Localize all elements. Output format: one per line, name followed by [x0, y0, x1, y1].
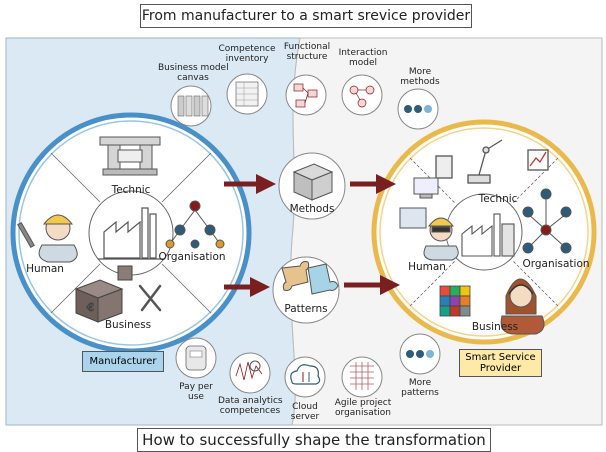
- interaction-model-label: Interaction model: [338, 48, 388, 68]
- worker-icon: [17, 214, 78, 263]
- computer-icon: [413, 177, 439, 199]
- org-chart-icon: [165, 200, 225, 249]
- data-analytics-label: Data analytics competences: [218, 396, 283, 416]
- bmc-label: Business model canvas: [158, 63, 229, 83]
- more-patterns-label: More patterns: [401, 378, 439, 398]
- manufacturer-human-label: Human: [26, 263, 64, 275]
- ssp-factory-icon: [461, 213, 515, 257]
- bmc-icon: [170, 85, 212, 127]
- rubik-cube-icon: [439, 285, 471, 317]
- manufacturer-technic-label: Technic: [111, 184, 151, 196]
- competence-inventory-icon: [226, 73, 268, 115]
- methods-bubble: [278, 152, 346, 220]
- ssp-business-label: Business: [471, 321, 519, 333]
- manufacturer-organisation-label: Organisation: [158, 251, 226, 263]
- headset-woman-icon: [500, 278, 545, 335]
- interaction-model-icon: [341, 74, 383, 116]
- pay-per-use-label: Pay per use: [179, 382, 213, 402]
- methods-label: Methods: [289, 203, 335, 215]
- patterns-bubble: [272, 256, 340, 324]
- lathe-machine-icon: [99, 136, 161, 176]
- ssp-organisation-label: Organisation: [522, 258, 590, 270]
- ssp-human-label: Human: [408, 261, 446, 273]
- manufacturer-tag: Manufacturer: [82, 351, 164, 372]
- patterns-label: Patterns: [284, 303, 328, 315]
- top-title: From manufacturer to a smart srevice pro…: [140, 4, 472, 28]
- more-methods-icon: [397, 88, 439, 130]
- competence-inventory-label: Competence inventory: [218, 44, 276, 64]
- cloud-server-label: Cloud server: [290, 402, 320, 422]
- cloud-icon: [284, 356, 326, 398]
- factory-icon: [98, 207, 164, 260]
- functional-structure-label: Functional structure: [283, 42, 331, 62]
- agile-project-icon: [341, 356, 383, 398]
- manufacturer-business-label: Business: [104, 319, 152, 331]
- agile-project-label: Agile project organisation: [334, 398, 392, 418]
- pay-per-use-icon: [175, 337, 217, 379]
- ssp-tag: Smart Service Provider: [459, 349, 542, 377]
- svg-text:€: €: [87, 301, 94, 314]
- more-patterns-icon: [399, 333, 441, 375]
- euro-cube-icon: €: [74, 265, 133, 323]
- box-icon: [292, 163, 334, 201]
- ssp-worker-icon: [399, 207, 459, 261]
- tools-icon: [138, 284, 162, 312]
- puzzle-icon: [281, 261, 339, 295]
- data-analytics-icon: [229, 352, 271, 394]
- functional-structure-icon: [285, 74, 327, 116]
- ssp-org-chart-icon: [522, 188, 572, 254]
- more-methods-label: More methods: [400, 67, 440, 87]
- ssp-technic-label: Technic: [478, 193, 518, 205]
- bottom-title: How to successfully shape the transforma…: [137, 428, 491, 452]
- robot-arm-icon: [435, 139, 549, 184]
